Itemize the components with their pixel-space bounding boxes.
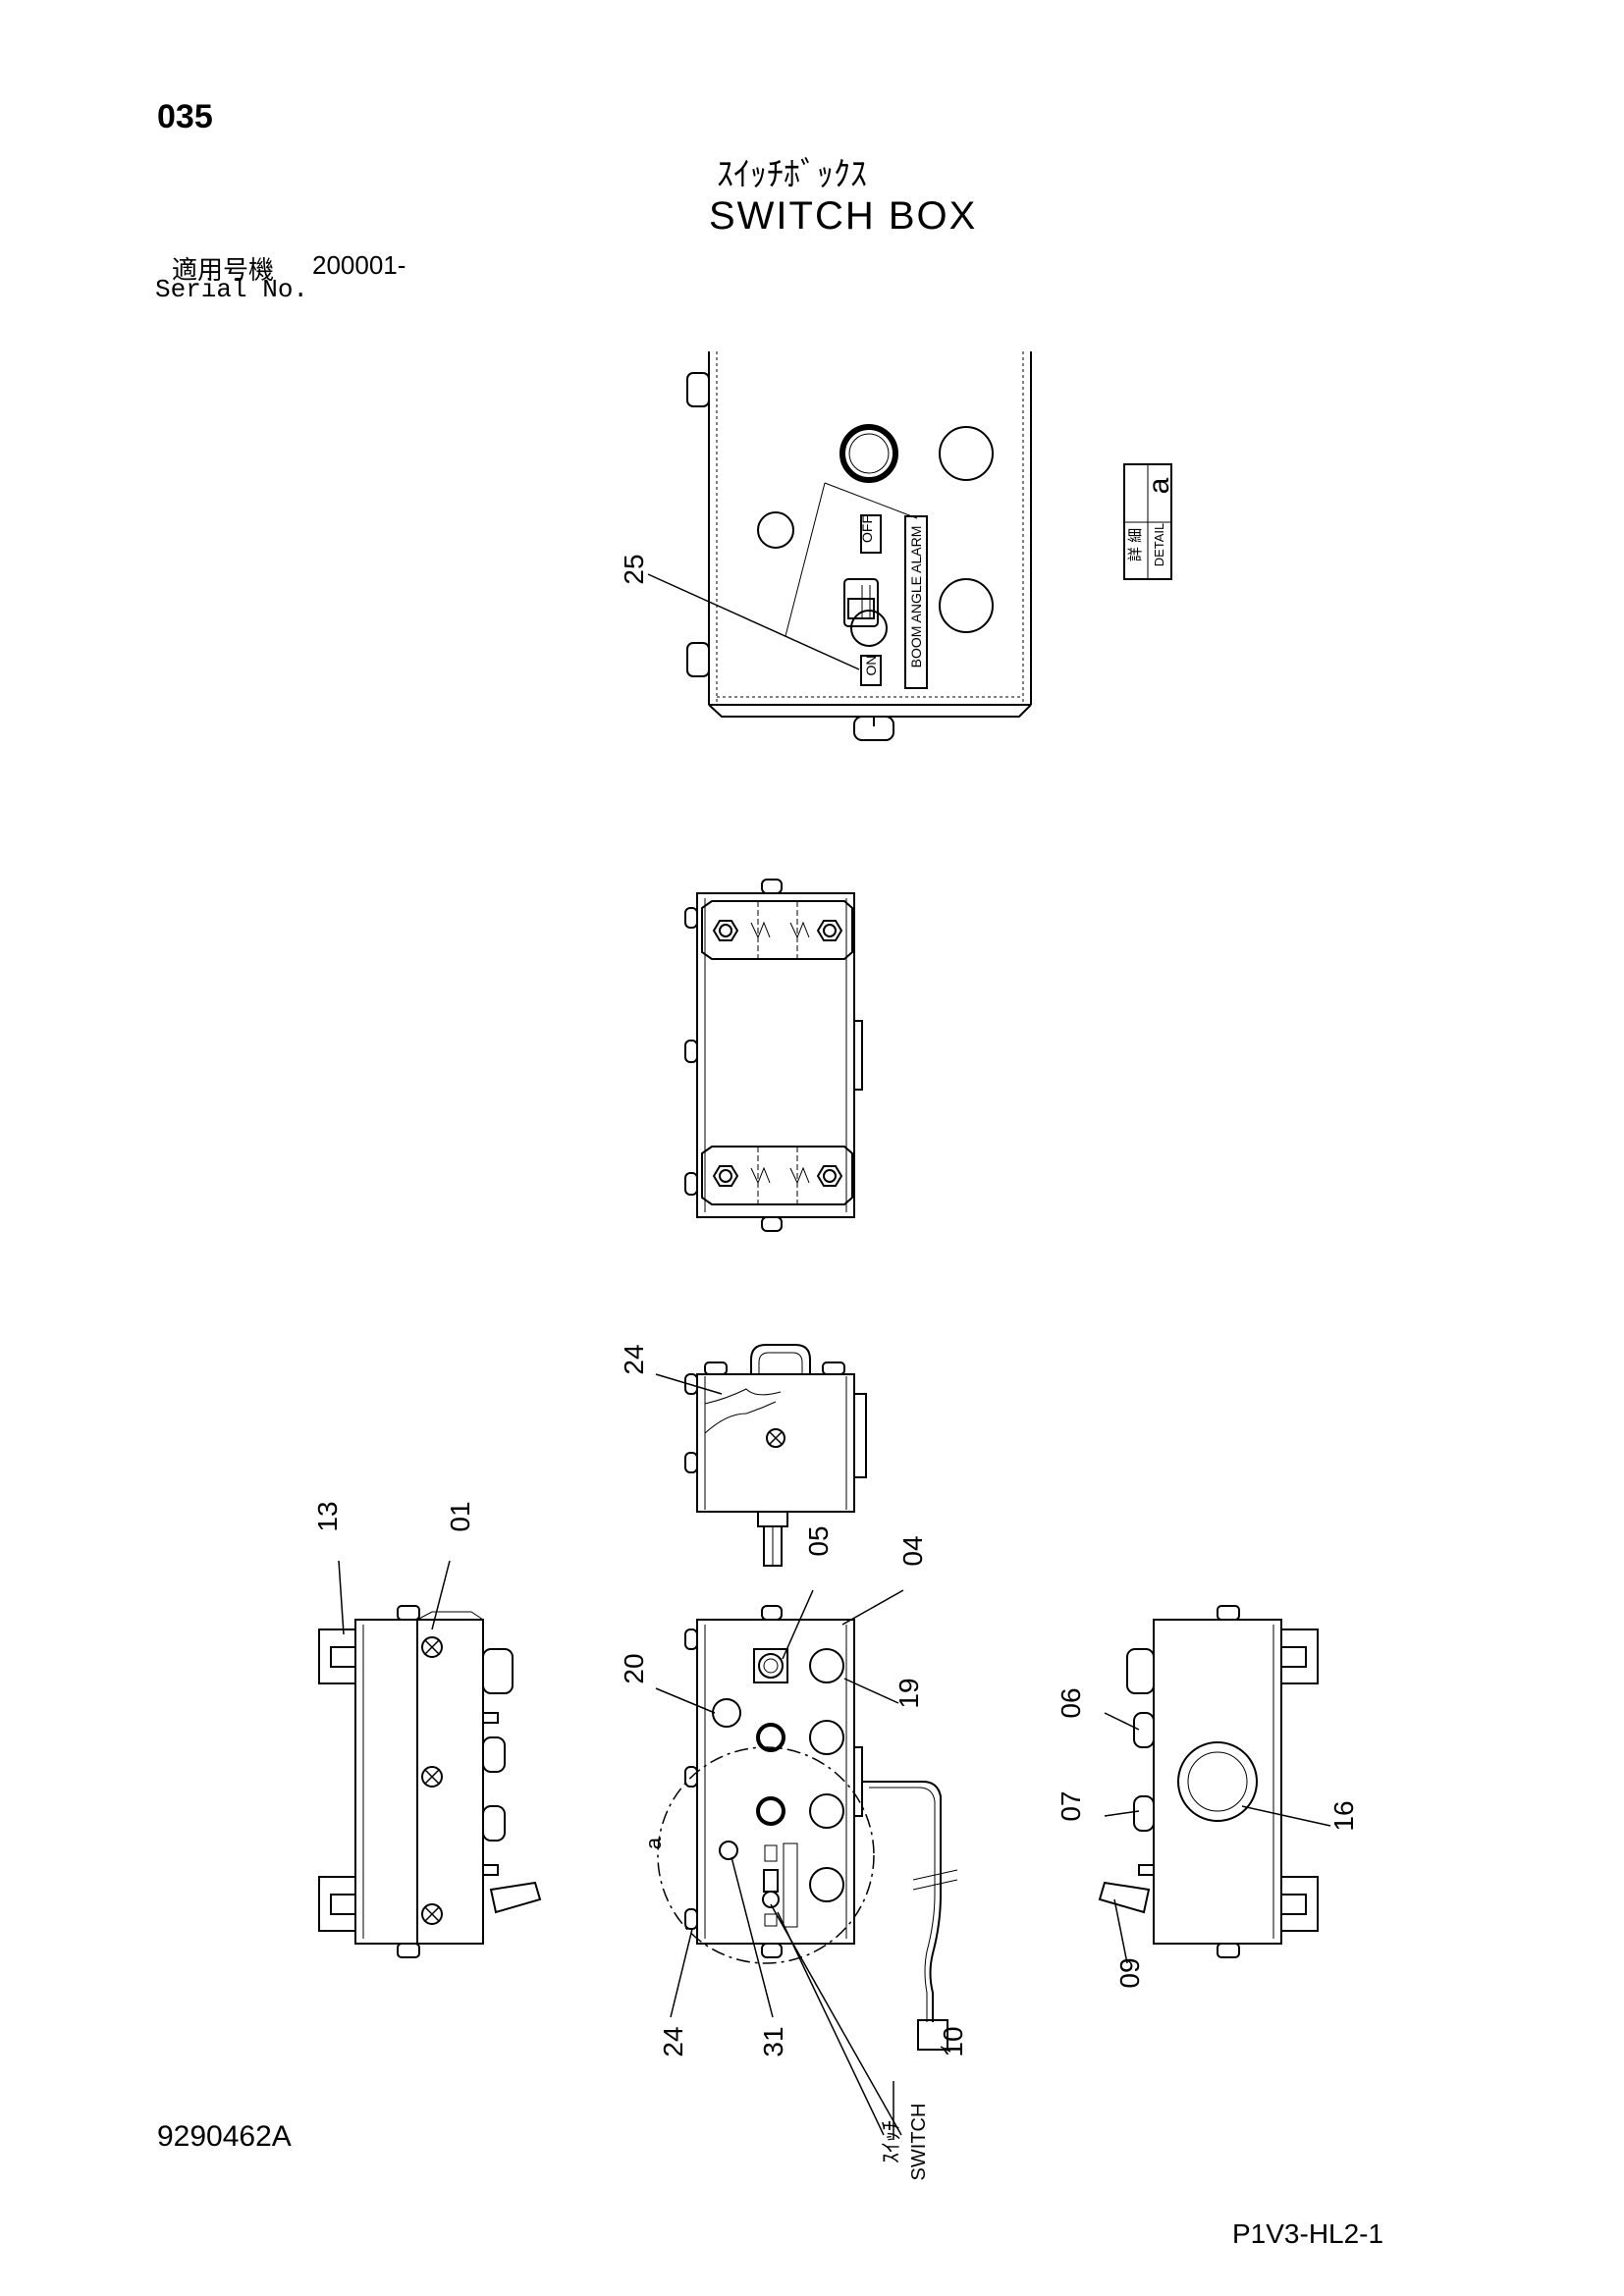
callout-20: 20 <box>619 1653 649 1683</box>
title-english: SWITCH BOX <box>709 194 978 238</box>
label-boom-angle-alarm: BOOM ANGLE ALARM <box>908 526 924 668</box>
serial-number-value: 200001- <box>312 250 406 280</box>
page-code: P1V3-HL2-1 <box>1232 2218 1384 2249</box>
serial-label-japanese: 適用号機 <box>172 256 275 286</box>
right-side-view <box>1098 1605 1331 1964</box>
detail-letter: a <box>1143 477 1175 494</box>
detail-a-marker: a <box>641 1837 666 1849</box>
left-side-view <box>318 1560 542 1958</box>
callout-04: 04 <box>897 1535 928 1566</box>
detail-label-en: DETAIL <box>1152 523 1166 567</box>
callout-31: 31 <box>758 2026 788 2056</box>
back-view <box>684 879 863 1232</box>
callout-01: 01 <box>445 1501 475 1531</box>
callout-06: 06 <box>1056 1687 1086 1718</box>
switch-note-en: SWITCH <box>908 2104 930 2181</box>
callout-13: 13 <box>312 1501 343 1531</box>
callout-19: 19 <box>893 1678 924 1708</box>
callout-16: 16 <box>1328 1800 1359 1831</box>
label-on: ON <box>863 656 879 676</box>
switch-note-jp: ｽｲｯﾁ <box>879 2120 903 2163</box>
detail-label-jp: 詳 細 <box>1127 528 1144 561</box>
page-number: 035 <box>157 98 213 135</box>
label-off: OFF <box>859 515 875 543</box>
callout-09: 09 <box>1114 1957 1145 1988</box>
callout-25: 25 <box>619 554 649 584</box>
callout-10: 10 <box>938 2026 968 2056</box>
callout-05: 05 <box>803 1525 834 1556</box>
callout-07: 07 <box>1056 1790 1086 1821</box>
front-view <box>655 1589 958 2140</box>
side-view-upper <box>655 1344 867 1567</box>
serial-label-english: Serial No. <box>155 275 309 304</box>
callout-24-bottom: 24 <box>658 2026 688 2056</box>
title-japanese: ｽｲｯﾁﾎﾞｯｸｽ <box>717 155 867 194</box>
callout-24-top: 24 <box>619 1344 649 1374</box>
document-number: 9290462A <box>157 2120 292 2153</box>
detail-a-tag <box>1123 463 1172 580</box>
detail-a-view <box>647 351 1032 741</box>
